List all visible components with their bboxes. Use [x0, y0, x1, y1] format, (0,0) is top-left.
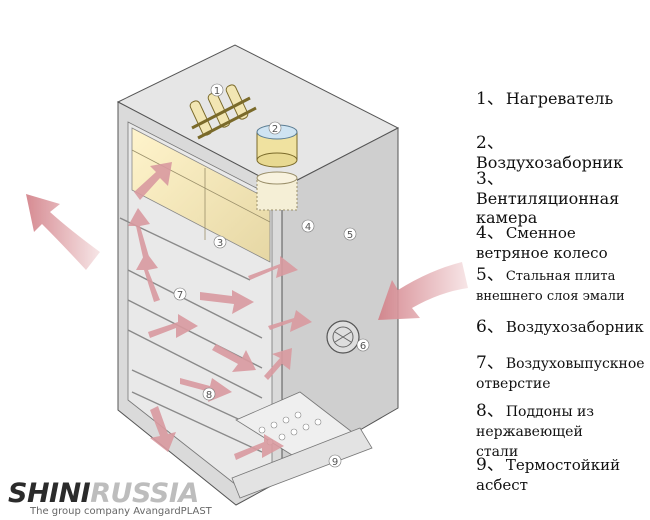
legend-item-3: 3、Вентиляционная камера [476, 169, 620, 227]
asbestos-base [231, 427, 373, 499]
legend-item-7: 7、Воздуховыпускное отверстие [476, 353, 645, 392]
incoming-air-arrow [378, 262, 468, 320]
fan-unit-icon [256, 124, 298, 211]
logo-subtitle: The group company AvangardPLAST [30, 506, 212, 517]
callout-5: 5 [347, 230, 353, 241]
legend-item-4: 4、Сменное ветряное колесо [476, 223, 608, 262]
callout-9: 9 [332, 457, 338, 468]
company-logo: SHINIRUSSIA The group company AvangardPL… [8, 478, 212, 517]
callout-7: 7 [177, 290, 183, 301]
legend-item-9: 9、Термостойкий асбест [476, 455, 621, 494]
callout-1: 1 [214, 86, 220, 97]
heater-chamber [131, 127, 271, 263]
callout-2: 2 [272, 124, 278, 135]
callout-8: 8 [206, 390, 212, 401]
callout-6: 6 [360, 341, 366, 352]
legend-item-1: 1、Нагреватель [476, 89, 614, 109]
oven-cabinet [116, 44, 400, 506]
callout-4: 4 [305, 222, 311, 233]
side-air-intake-icon [326, 320, 360, 354]
heater-icon [189, 84, 257, 140]
callout-labels: 1 2 3 4 5 6 7 8 9 [173, 83, 370, 468]
legend-item-2: 2、Воздухозаборник [476, 133, 624, 172]
legend-item-6: 6、Воздухозаборник [476, 317, 644, 337]
legend-item-5: 5、Стальная плита внешнего слоя эмали [476, 265, 625, 304]
outgoing-air-arrow [26, 194, 100, 270]
callout-3: 3 [217, 238, 223, 249]
legend-item-8: 8、Поддоны из нержавеющей стали [476, 401, 595, 460]
